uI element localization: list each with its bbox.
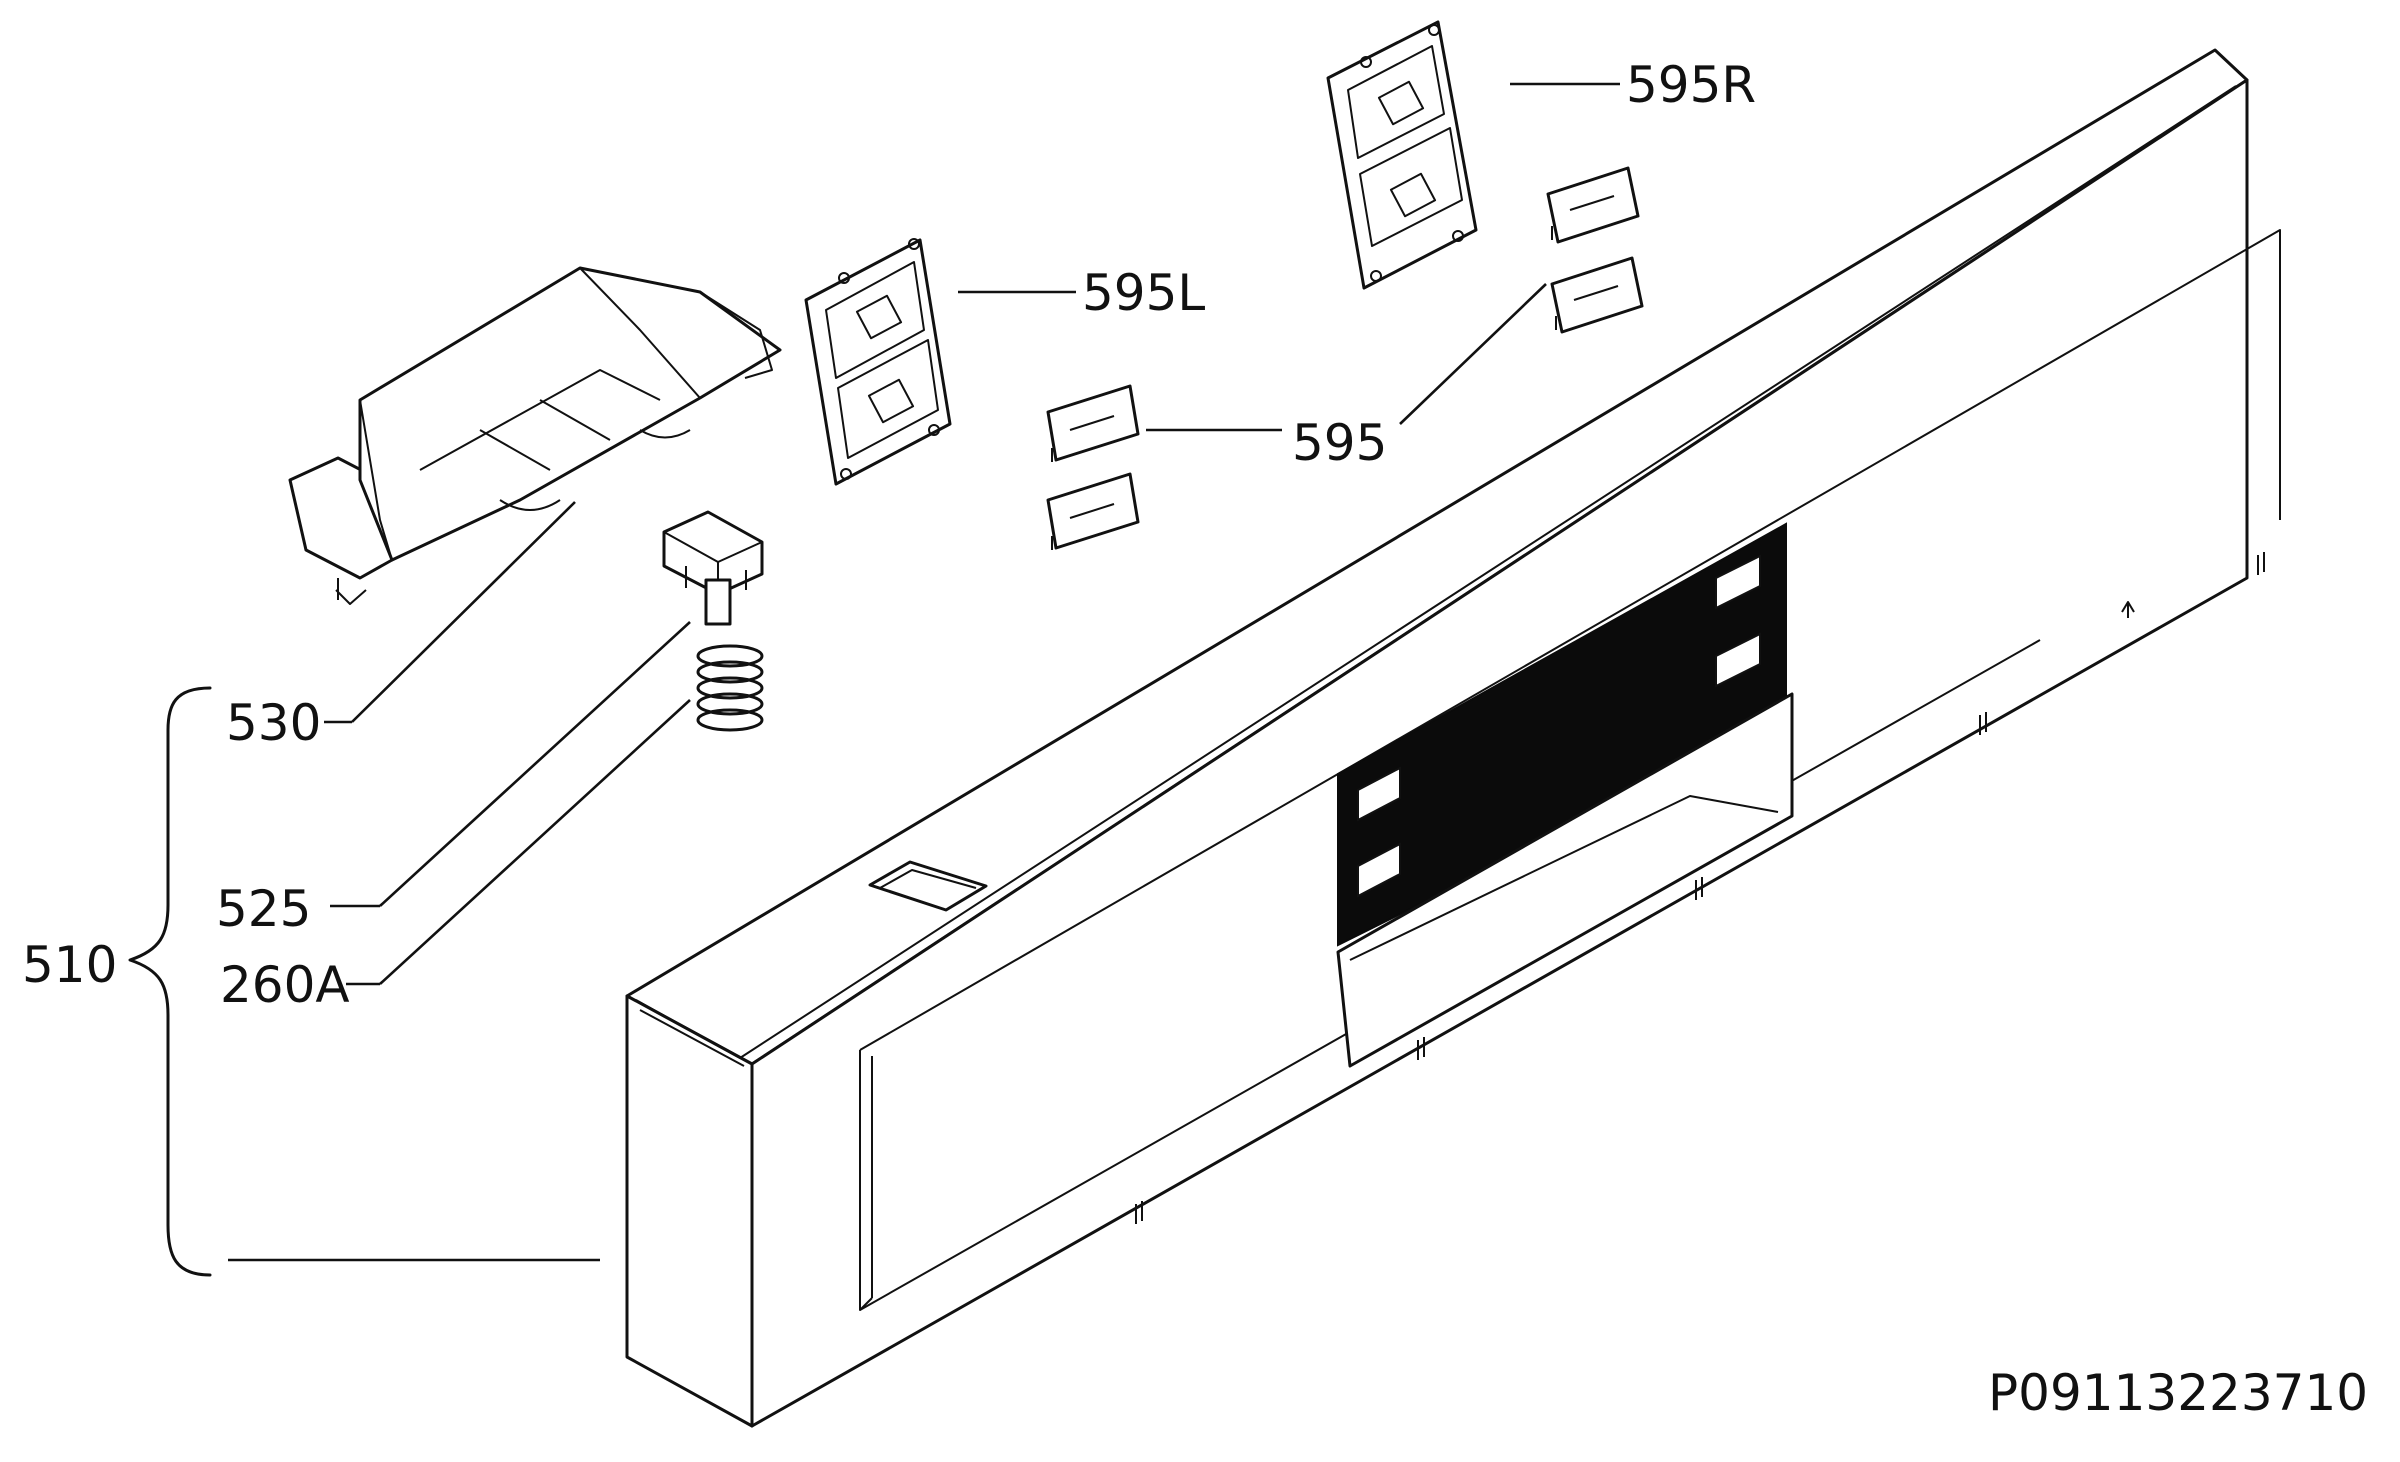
spring [696,644,764,732]
button-opening [868,860,988,912]
callout-labels: 510 530 525 260A 595L 595R 595 P09113223… [22,56,2368,1422]
callout-595R: 595R [1626,56,1756,114]
callout-510: 510 [22,936,117,994]
key-1 [1046,384,1140,462]
callout-260A: 260A [220,956,350,1014]
key-2 [1046,472,1140,550]
control-panel-assembly [625,48,2281,1428]
callout-595: 595 [1292,414,1387,472]
drawing-number: P09113223710 [1988,1364,2368,1422]
key-3 [1546,166,1640,244]
callout-530: 530 [226,694,321,752]
button-bracket-left [804,238,952,486]
assembly-brace [128,686,212,1277]
callout-595L: 595L [1082,264,1205,322]
button-bracket-right [1326,20,1478,290]
callout-525: 525 [216,880,311,938]
push-button-key [1046,166,1644,550]
button-carrier [288,266,782,605]
leader-lines [128,82,1620,1277]
key-4 [1550,256,1644,334]
push-button [662,510,764,626]
